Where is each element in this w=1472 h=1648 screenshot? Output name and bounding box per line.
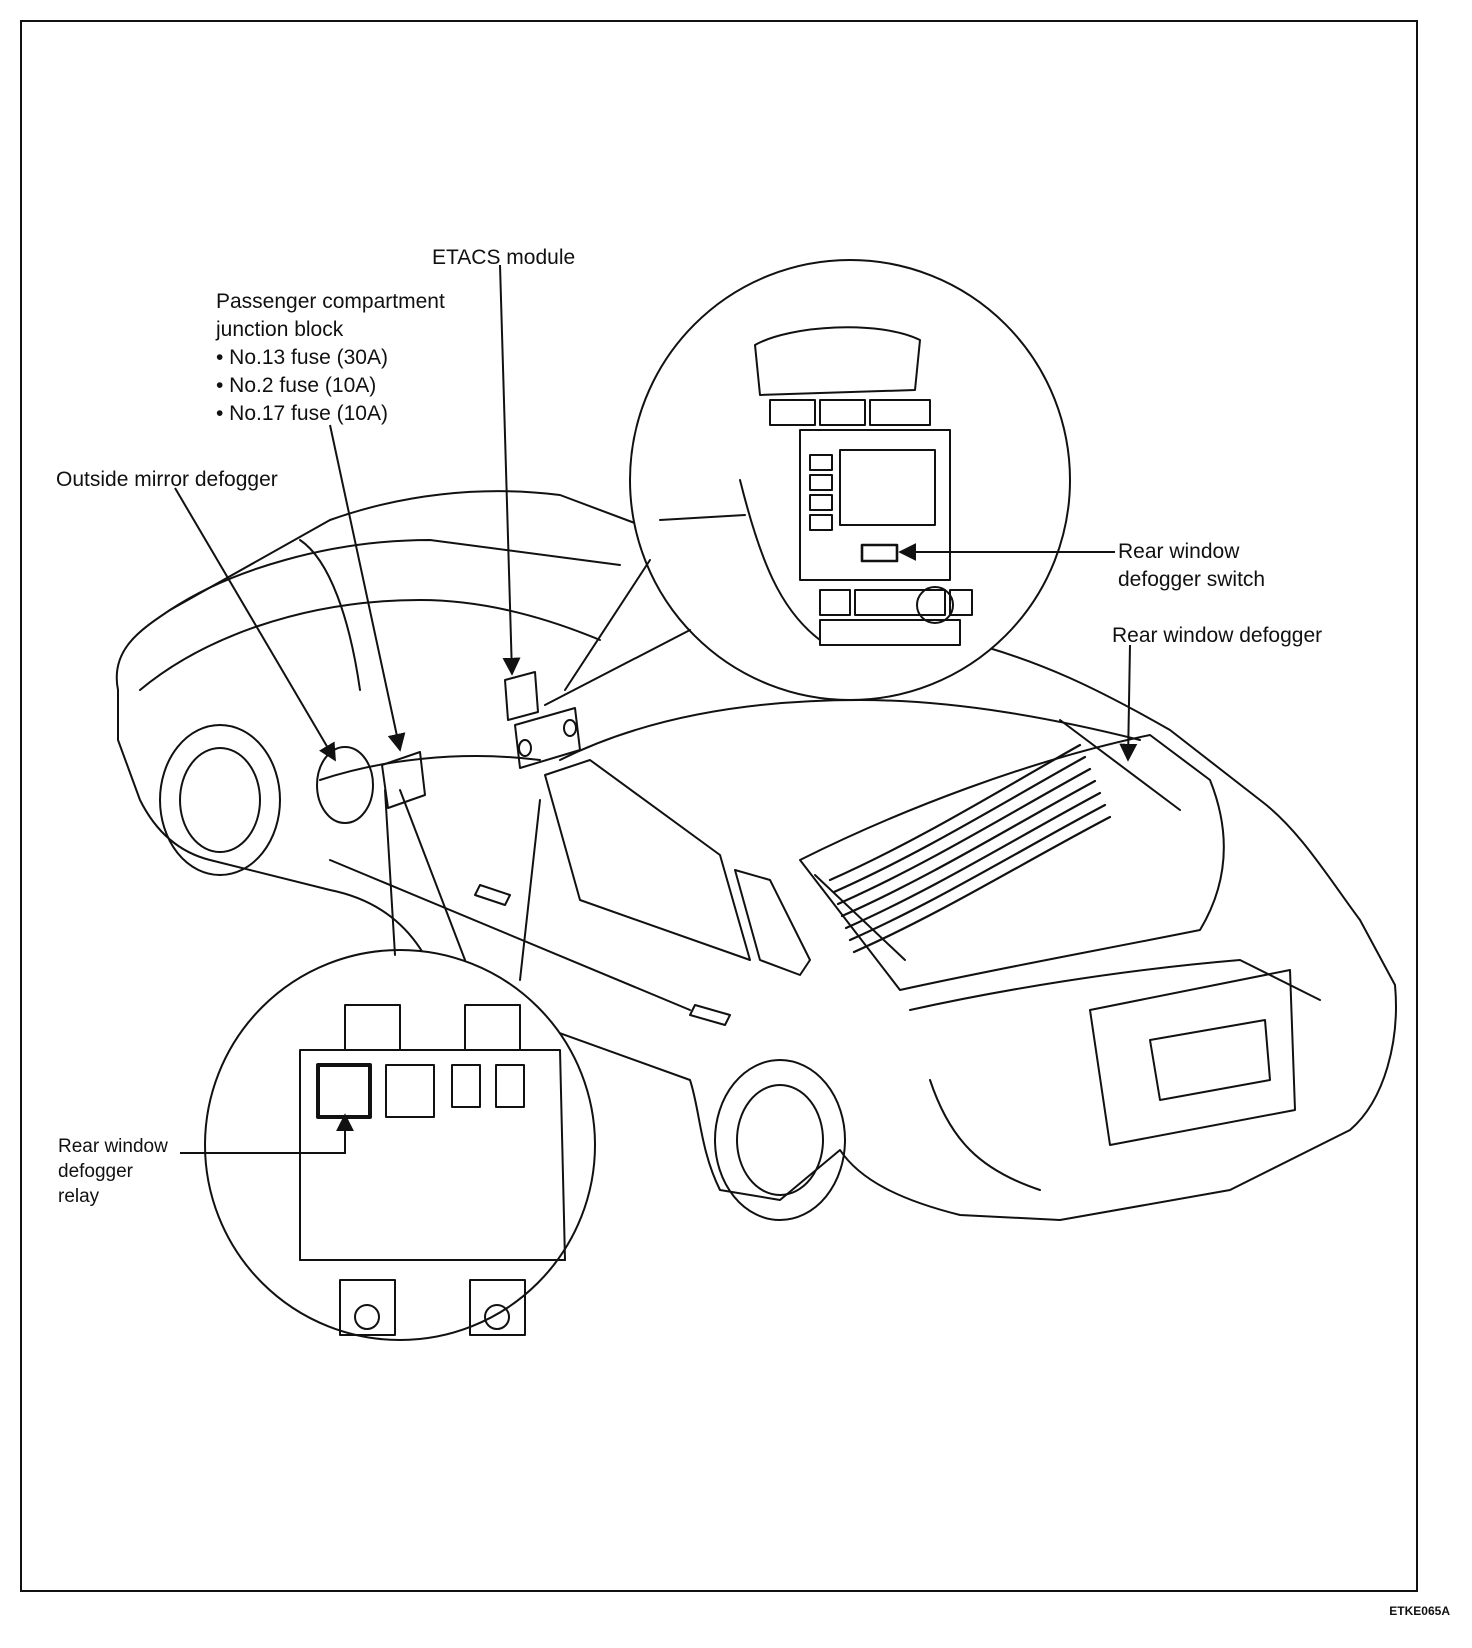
label-defogger-relay: Rear window defogger relay [58, 1134, 168, 1209]
etacs-module [504, 671, 539, 721]
label-rear-window-defogger-switch: Rear window defogger switch [1118, 538, 1265, 594]
label-relay-line-3: relay [58, 1186, 100, 1207]
switch-panel [514, 707, 581, 769]
diagram-frame [20, 20, 1418, 1592]
front-wheel [159, 724, 281, 876]
car-body [115, 490, 1397, 1221]
label-junction-block-line-2: junction block [216, 318, 344, 341]
leader-rear-defogger [1119, 644, 1138, 762]
label-switch-line-2: defogger switch [1118, 568, 1266, 591]
rear-window-glass [799, 734, 1225, 991]
label-junction-block-line-1: Passenger compartment [216, 290, 445, 313]
leader-outside-mirror [174, 487, 336, 762]
license-plate [1149, 1019, 1271, 1101]
label-rear-window-defogger: Rear window defogger [1112, 624, 1323, 647]
label-fuse-13: • No.13 fuse (30A) [216, 346, 388, 369]
dash-detail-circle [629, 259, 1071, 701]
label-relay-line-1: Rear window [58, 1136, 168, 1157]
leader-junction-block [329, 424, 406, 752]
rear-wheel [714, 1059, 846, 1221]
junction-block-detail-circle [204, 949, 596, 1341]
label-switch-line-1: Rear window [1118, 540, 1240, 563]
door-handle-rear [689, 1004, 731, 1026]
label-relay-line-2: defogger [58, 1161, 134, 1182]
outside-mirror [316, 746, 374, 824]
label-junction-block: Passenger compartment junction block • N… [216, 288, 445, 428]
defogger-grid-lines [828, 743, 1112, 954]
figure-code: ETKE065A [1389, 1604, 1450, 1618]
defogger-switch-button [860, 543, 899, 563]
label-etacs-module: ETACS module [432, 246, 576, 269]
label-fuse-2: • No.2 fuse (10A) [216, 374, 377, 397]
center-console [659, 326, 973, 646]
leader-defogger-relay [180, 1113, 354, 1154]
door-handle-front [474, 884, 511, 906]
leader-etacs [499, 264, 521, 676]
label-outside-mirror-defogger: Outside mirror defogger [56, 468, 278, 491]
label-fuse-17: • No.17 fuse (10A) [216, 402, 388, 425]
